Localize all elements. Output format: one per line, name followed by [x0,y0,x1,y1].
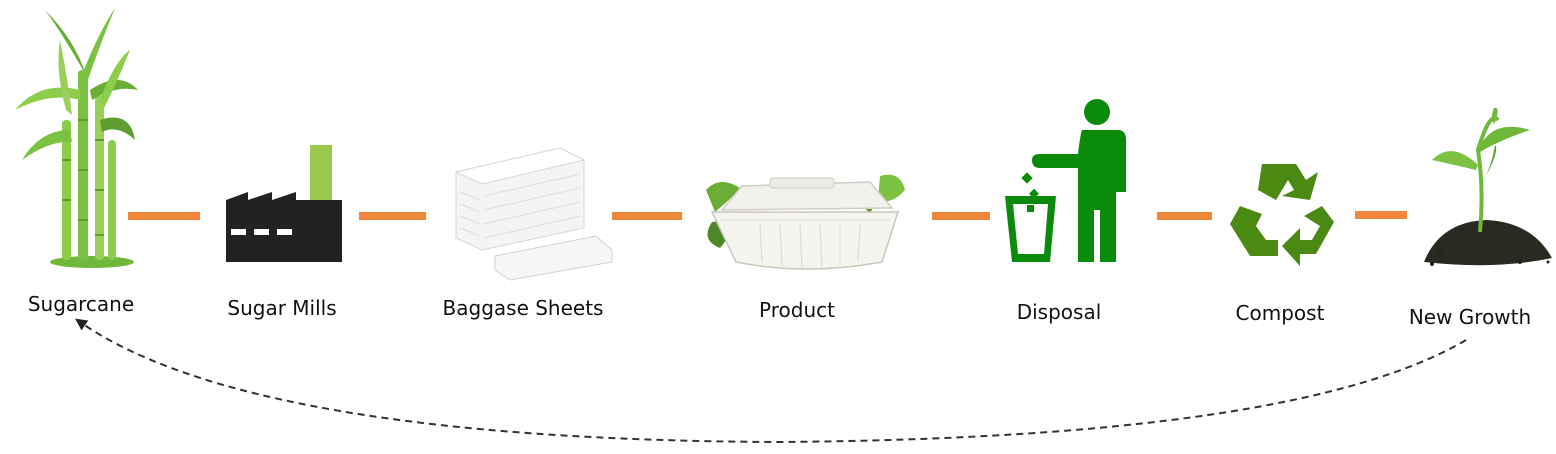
factory-icon [226,145,342,262]
stage-label-product: Product [759,298,835,322]
stage-label-new-growth: New Growth [1409,305,1531,329]
stage-label-sugarcane: Sugarcane [28,292,134,316]
cycle-return-arrow [80,322,1466,442]
sugarcane-icon [15,8,138,268]
trash-disposal-icon [1005,99,1126,262]
stage-label-compost: Compost [1236,301,1325,325]
clamshell-container-icon [706,175,905,269]
stage-label-disposal: Disposal [1017,300,1102,324]
stage-label-sugar-mills: Sugar Mills [227,296,336,320]
recycle-icon [1230,164,1334,266]
seedling-icon [1424,108,1552,266]
stage-label-baggase-sheets: Baggase Sheets [443,296,604,320]
paper-sheets-icon [456,148,612,280]
